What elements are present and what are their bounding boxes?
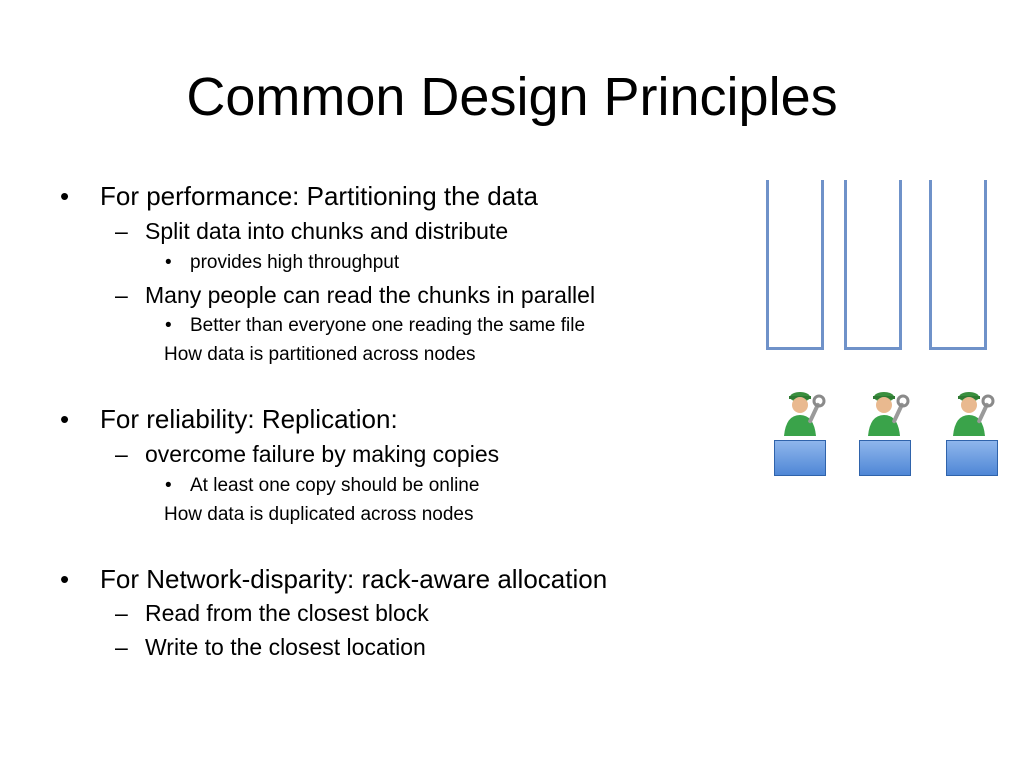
worker-icon xyxy=(868,392,910,436)
partition-diagram xyxy=(760,170,1010,490)
worker-icon xyxy=(953,392,995,436)
dash-marker: – xyxy=(115,282,128,308)
sub-bullet-split: Split data into chunks and distribute xyxy=(145,218,509,244)
bullet-reliability: For reliability: Replication: xyxy=(100,404,398,434)
dash-marker: – xyxy=(115,218,128,244)
bullet-marker: • xyxy=(165,315,172,336)
sub-bullet-copies: overcome failure by making copies xyxy=(145,441,500,467)
partition-column xyxy=(929,180,987,350)
note-partitioned: How data is partitioned across nodes xyxy=(164,344,476,365)
bullet-marker: • xyxy=(60,564,70,594)
dash-marker: – xyxy=(115,600,128,626)
partition-column xyxy=(766,180,824,350)
bullet-marker: • xyxy=(165,475,172,496)
worker-icon xyxy=(784,392,826,436)
slide-title: Common Design Principles xyxy=(186,67,838,127)
detail-better: Better than everyone one reading the sam… xyxy=(190,315,586,336)
dash-marker: – xyxy=(115,441,128,467)
bullet-marker: • xyxy=(165,252,172,273)
bullet-network: For Network-disparity: rack-aware alloca… xyxy=(100,564,608,594)
node-box xyxy=(774,440,826,476)
bullet-marker: • xyxy=(60,181,70,211)
partition-column xyxy=(844,180,902,350)
note-duplicated: How data is duplicated across nodes xyxy=(164,504,474,525)
bullet-performance: For performance: Partitioning the data xyxy=(100,181,538,211)
detail-throughput: provides high throughput xyxy=(190,252,400,273)
sub-bullet-read: Read from the closest block xyxy=(145,600,429,626)
node-box xyxy=(859,440,911,476)
bullet-marker: • xyxy=(60,404,70,434)
sub-bullet-write: Write to the closest location xyxy=(145,634,426,660)
detail-online: At least one copy should be online xyxy=(190,475,480,496)
bullet-list: • For performance: Partitioning the data… xyxy=(60,181,608,660)
dash-marker: – xyxy=(115,634,128,660)
sub-bullet-parallel: Many people can read the chunks in paral… xyxy=(145,282,596,308)
node-box xyxy=(946,440,998,476)
